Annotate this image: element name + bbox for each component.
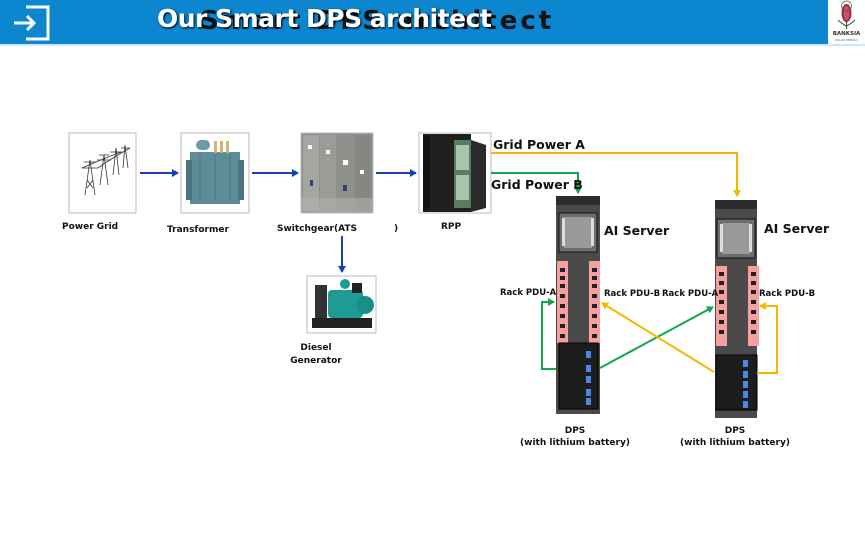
grid-power-b-label: Grid Power B — [491, 177, 583, 192]
banksia-flower-icon — [837, 0, 856, 29]
switchgear-label: Switchgear(ATS — [277, 224, 357, 234]
rack-2 — [715, 200, 759, 418]
diesel-generator-label-line2: Generator — [290, 356, 342, 366]
rack-1-dps-label: DPS — [564, 426, 586, 436]
rack1-dps-to-pdu-a-line — [541, 298, 556, 370]
rack-1-pdu-sockets — [560, 268, 597, 338]
exit-icon[interactable] — [12, 5, 52, 41]
rack-1-pdu-a-label: Rack PDU-A — [500, 288, 557, 298]
transformer-image — [180, 132, 250, 214]
switchgear-image — [300, 132, 374, 214]
rpp-label: RPP — [441, 222, 462, 232]
power-grid-image — [68, 132, 137, 214]
grid-power-b-line — [491, 172, 582, 194]
rack-2-dps-note: (with lithium battery) — [680, 438, 790, 448]
rack2-dps-to-pdu-b-line — [757, 302, 778, 374]
diesel-generator-image — [306, 275, 377, 334]
diesel-generator-label-line1: Diesel — [300, 343, 332, 353]
rack-1-server-label: AI Server — [604, 223, 670, 238]
header-divider — [0, 44, 865, 46]
logo-tagline: SOLAR ENERGY — [834, 38, 859, 42]
page-title: Our Smart DPS architect — [157, 4, 492, 33]
rack-1-pdu-b-label: Rack PDU-B — [604, 289, 661, 299]
rack-2-dps-label: DPS — [724, 426, 746, 436]
rack-2-server-label: AI Server — [764, 221, 830, 236]
banksia-logo: BANKSIA SOLAR ENERGY — [828, 0, 865, 44]
rack2-dps-to-rack1-pdu-b-line — [601, 302, 715, 373]
rack-2-pdu-b-label: Rack PDU-B — [759, 289, 816, 299]
header-bar — [0, 0, 865, 44]
title-shadow: Smart DPS architect — [200, 6, 555, 36]
rpp-image — [418, 132, 492, 214]
grid-power-a-label: Grid Power A — [493, 137, 585, 152]
logo-name: BANKSIA — [832, 31, 861, 37]
rack-2-pdu-a-label: Rack PDU-A — [662, 289, 719, 299]
grid-power-a-line — [491, 152, 741, 197]
power-grid-label: Power Grid — [62, 222, 119, 232]
rack-1-dps-note: (with lithium battery) — [520, 438, 630, 448]
switchgear-label-close: ) — [394, 224, 399, 234]
rack-2-pdu-sockets — [719, 272, 756, 334]
transformer-label: Transformer — [167, 225, 229, 235]
